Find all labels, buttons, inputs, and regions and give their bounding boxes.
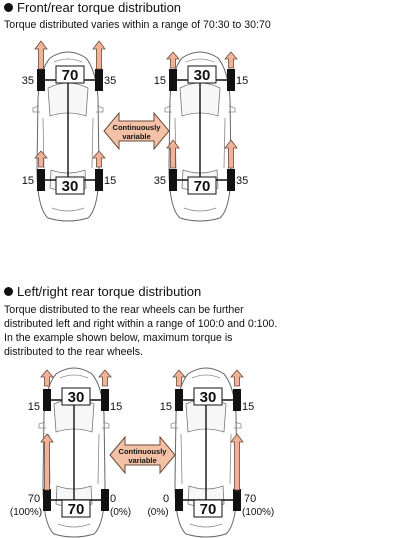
front-left-value: 35 bbox=[22, 75, 34, 87]
wheel-rear-left bbox=[175, 489, 183, 511]
description-line: distributed to the rear wheels. bbox=[4, 346, 143, 358]
description-line: Torque distributed to the rear wheels ca… bbox=[4, 304, 244, 316]
front-torque-box bbox=[193, 387, 223, 406]
rear-left-value: 15 bbox=[22, 175, 34, 187]
rear-left-percent: (100%) bbox=[10, 507, 42, 518]
front-right-value: 35 bbox=[104, 75, 116, 87]
arrow-label-line2: variable bbox=[122, 132, 150, 141]
torque-arrow-icon bbox=[230, 369, 244, 387]
front-torque-box bbox=[187, 65, 217, 84]
rear-right-value: 35 bbox=[236, 175, 248, 187]
rear-right-value: 0 bbox=[110, 493, 116, 505]
front-rear-heading-text: Front/rear torque distribution bbox=[17, 0, 182, 15]
double-arrow-icon bbox=[103, 111, 170, 151]
rear-left-percent: (0%) bbox=[147, 507, 168, 518]
front-rear-description: Torque distributed varies within a range… bbox=[4, 19, 271, 31]
wheel-front-right bbox=[101, 389, 109, 411]
wheel-front-right bbox=[95, 69, 103, 91]
description-line: distributed left and right within a rang… bbox=[4, 318, 278, 330]
front-torque-value: 30 bbox=[200, 389, 217, 406]
rear-torque-value: 30 bbox=[62, 178, 79, 195]
left-right-heading-text: Left/right rear torque distribution bbox=[17, 284, 202, 299]
continuously-variable-arrow: Continuously variable bbox=[103, 111, 170, 151]
rear-torque-box bbox=[55, 176, 85, 195]
rear-left-value: 35 bbox=[154, 175, 166, 187]
front-torque-value: 30 bbox=[194, 67, 211, 84]
front-left-value: 15 bbox=[160, 401, 172, 413]
front-torque-value: 30 bbox=[68, 389, 85, 406]
torque-arrow-icon bbox=[224, 51, 238, 69]
front-torque-value: 70 bbox=[62, 67, 79, 84]
wheel-front-left bbox=[37, 69, 45, 91]
bullet-icon bbox=[4, 3, 13, 12]
rear-torque-box bbox=[61, 499, 91, 518]
front-torque-box bbox=[55, 65, 85, 84]
arrow-label-line1: Continuously bbox=[113, 123, 162, 132]
rear-right-value: 15 bbox=[104, 175, 116, 187]
wheel-rear-right bbox=[95, 169, 103, 191]
wheel-front-right bbox=[233, 389, 241, 411]
front-torque-box bbox=[61, 387, 91, 406]
rear-torque-box bbox=[193, 499, 223, 518]
left-right-heading: Left/right rear torque distribution bbox=[4, 284, 201, 299]
wheel-front-left bbox=[169, 69, 177, 91]
front-rear-left-car: 70 30 35 35 15 15 bbox=[22, 40, 116, 222]
front-left-value: 15 bbox=[28, 401, 40, 413]
front-right-value: 15 bbox=[242, 401, 254, 413]
rear-right-percent: (100%) bbox=[242, 507, 274, 518]
front-right-value: 15 bbox=[236, 75, 248, 87]
rear-left-value: 0 bbox=[163, 493, 169, 505]
wheel-front-right bbox=[227, 69, 235, 91]
front-rear-heading: Front/rear torque distribution bbox=[4, 0, 181, 15]
rear-right-value: 70 bbox=[244, 493, 256, 505]
rear-right-percent: (0%) bbox=[110, 507, 131, 518]
torque-arrow-icon bbox=[98, 369, 112, 387]
front-right-value: 15 bbox=[110, 401, 122, 413]
wheel-front-left bbox=[43, 389, 51, 411]
continuously-variable-arrow: Continuously variable bbox=[109, 435, 176, 475]
rear-torque-value: 70 bbox=[68, 501, 85, 518]
front-rear-right-car: 30 70 15 15 35 35 bbox=[154, 51, 248, 222]
wheel-rear-left bbox=[43, 489, 51, 511]
rear-torque-value: 70 bbox=[194, 178, 211, 195]
rear-torque-box bbox=[187, 176, 217, 195]
left-right-left-car: 30 70 15 15 70 (100%) 0 (0%) bbox=[10, 367, 131, 538]
left-right-right-car: 30 70 15 15 0 (0%) 70 (100%) bbox=[147, 367, 274, 538]
arrow-label-line2: variable bbox=[128, 456, 156, 465]
rear-left-value: 70 bbox=[28, 493, 40, 505]
description-line: In the example shown below, maximum torq… bbox=[4, 332, 233, 344]
wheel-rear-right bbox=[227, 169, 235, 191]
rear-torque-value: 70 bbox=[200, 501, 217, 518]
left-right-description: Torque distributed to the rear wheels ca… bbox=[4, 303, 277, 359]
wheel-rear-right bbox=[101, 489, 109, 511]
arrow-label-line1: Continuously bbox=[119, 447, 168, 456]
wheel-rear-right bbox=[233, 489, 241, 511]
torque-arrow-icon bbox=[92, 40, 106, 70]
wheel-rear-left bbox=[37, 169, 45, 191]
bullet-icon bbox=[4, 287, 13, 296]
front-left-value: 15 bbox=[154, 75, 166, 87]
wheel-rear-left bbox=[169, 169, 177, 191]
wheel-front-left bbox=[175, 389, 183, 411]
